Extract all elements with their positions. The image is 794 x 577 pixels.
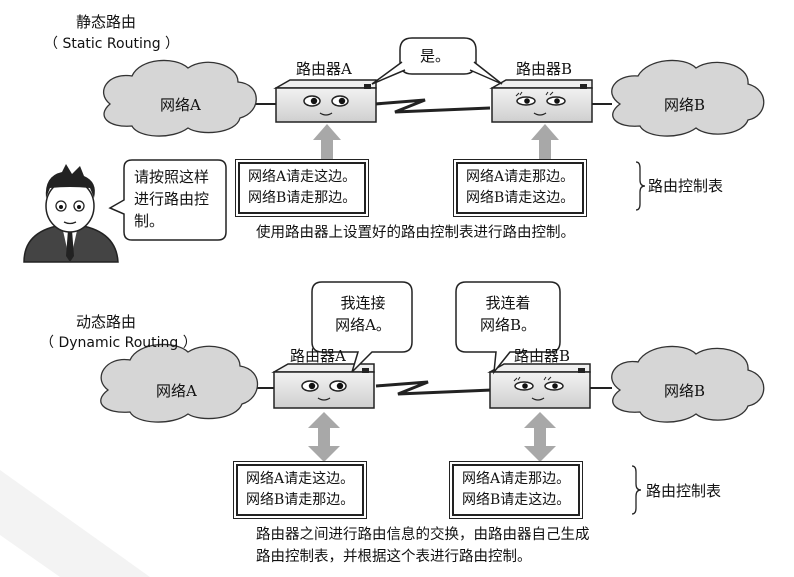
router-a-dynamic [271, 363, 375, 409]
admin-speech-bubble [108, 159, 227, 241]
dynamic-table-label: 路由控制表 [646, 482, 722, 500]
table-row: 网络A请走这边。 [248, 169, 357, 185]
table-row: 网络B请走那边。 [246, 492, 355, 508]
dynamic-routing-table-a: 网络A请走这边。 网络B请走那边。 [232, 461, 368, 519]
arrow-bidirectional-dynamic-b [524, 412, 556, 462]
router-b-dynamic [487, 363, 591, 409]
dynamic-network-b-label: 网络B [664, 382, 706, 400]
router-b-static [489, 79, 593, 123]
router-a-static [273, 79, 377, 123]
static-table-label: 路由控制表 [648, 177, 724, 195]
table-row: 网络A请走那边。 [462, 471, 571, 487]
dynamic-speech-b-text: 我连着 网络B。 [479, 294, 537, 334]
serial-link-static [374, 98, 491, 114]
dynamic-router-a-label: 路由器A [290, 347, 346, 365]
cloud-network-a-static [103, 59, 257, 137]
static-caption: 使用路由器上设置好的路由控制表进行路由控制。 [256, 225, 575, 241]
cloud-network-a-dynamic [100, 343, 258, 423]
static-routing-table-a: 网络A请走这边。 网络B请走那边。 [234, 159, 370, 217]
arrow-up-static-b [531, 124, 559, 160]
bracket-static [635, 161, 646, 211]
table-row: 网络B请走这边。 [466, 190, 575, 206]
dynamic-routing-table-b: 网络A请走那边。 网络B请走这边。 [448, 461, 584, 519]
admin-person-icon [23, 164, 119, 263]
static-router-a-label: 路由器A [296, 60, 352, 78]
dynamic-title: 动态路由 [76, 313, 137, 331]
dynamic-router-b-label: 路由器B [514, 347, 571, 365]
dynamic-subtitle: （ Dynamic Routing ） [40, 335, 197, 351]
static-network-a-label: 网络A [160, 96, 201, 114]
dynamic-network-a-label: 网络A [156, 382, 197, 400]
static-router-b-label: 路由器B [516, 60, 573, 78]
dynamic-speech-a-text: 我连接 网络A。 [335, 294, 391, 334]
table-row: 网络B请走那边。 [248, 190, 357, 206]
static-network-b-label: 网络B [664, 96, 706, 114]
bracket-dynamic [631, 465, 642, 515]
dynamic-caption: 路由器之间进行路由信息的交换，由路由器自己生成 路由控制表，并根据这个表进行路由… [256, 527, 590, 565]
arrow-bidirectional-dynamic-a [308, 412, 340, 462]
speech-bubble-static [371, 37, 503, 85]
speech-bubble-dynamic-b [455, 281, 561, 375]
static-routing-table-b: 网络A请走那边。 网络B请走这边。 [452, 159, 588, 217]
table-row: 网络A请走这边。 [246, 471, 355, 487]
table-row: 网络A请走那边。 [466, 169, 575, 185]
admin-speech-text: 请按照这样 进行路由控 制。 [134, 168, 210, 230]
watermark-shape [0, 470, 150, 577]
static-title: 静态路由 [76, 13, 137, 31]
arrow-up-static-a [313, 124, 341, 160]
static-subtitle: （ Static Routing ） [44, 36, 180, 52]
cloud-network-b-static [611, 59, 765, 137]
speech-bubble-dynamic-a [311, 281, 413, 373]
cloud-network-b-dynamic [611, 345, 765, 423]
static-speech-text: 是。 [420, 47, 451, 65]
table-row: 网络B请走这边。 [462, 492, 571, 508]
serial-link-dynamic [375, 380, 493, 396]
